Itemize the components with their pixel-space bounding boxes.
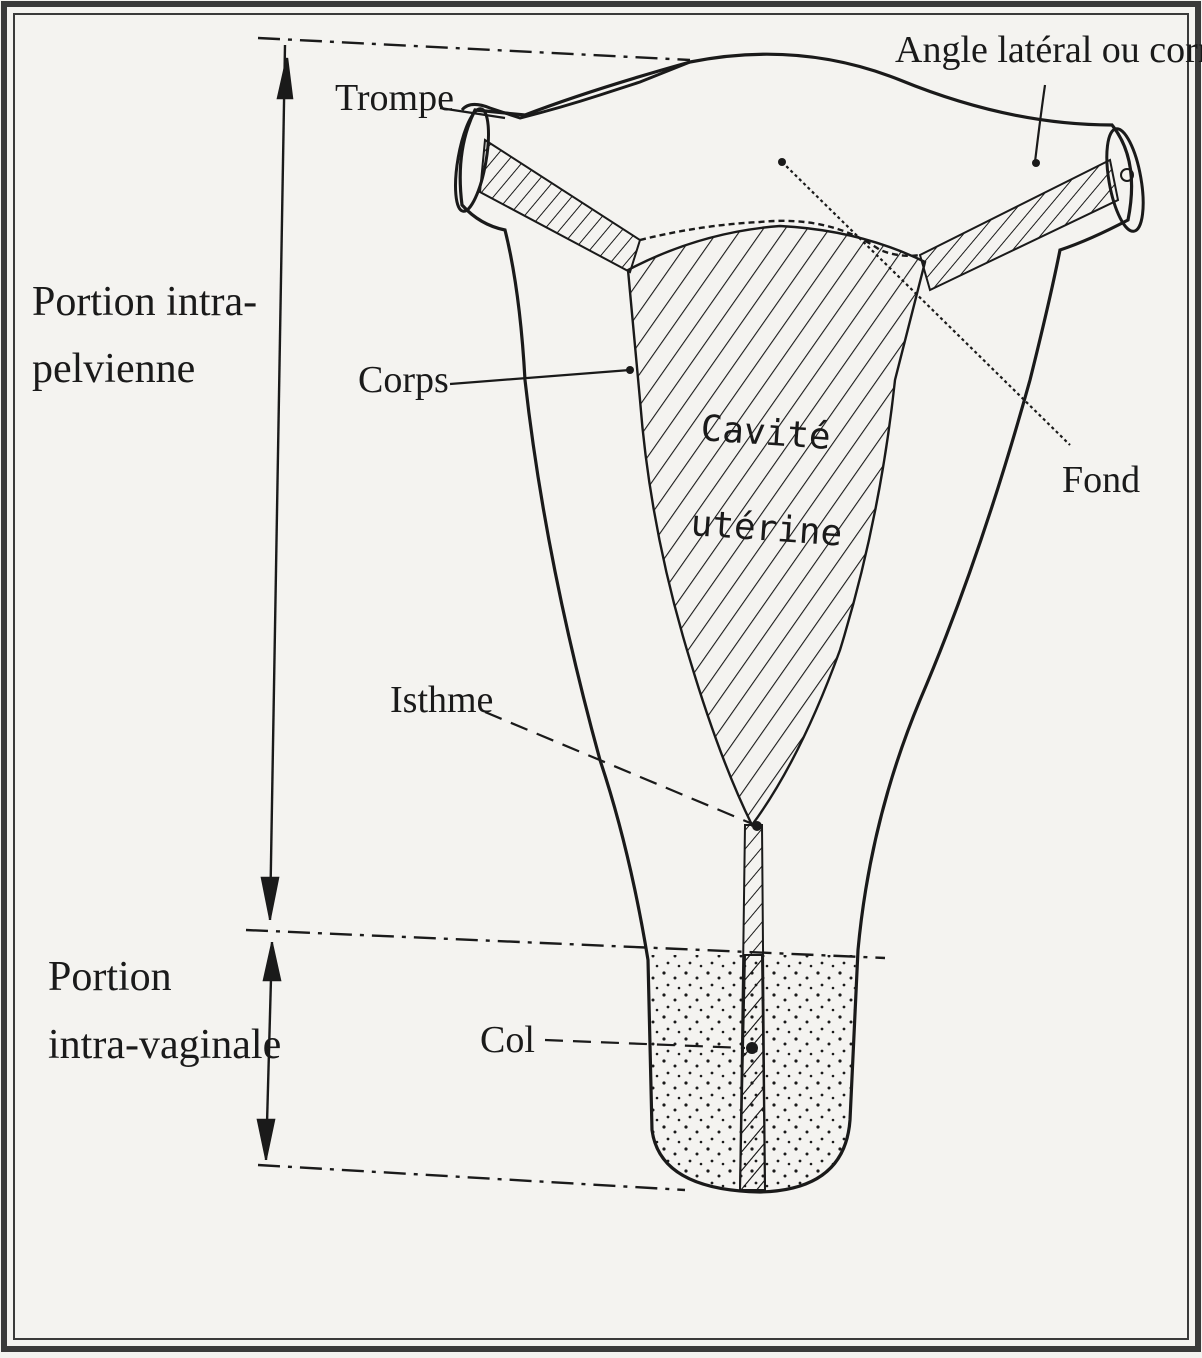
label-angle: Angle latéral ou corne	[895, 29, 1202, 71]
label-corps: Corps	[358, 359, 449, 401]
label-fond: Fond	[1062, 459, 1140, 501]
left-fallopian-tube	[449, 62, 690, 272]
label-portion-intra-vaginale-1: Portion	[48, 954, 172, 1000]
label-isthme: Isthme	[390, 679, 493, 721]
dimension-arrows	[258, 45, 292, 1160]
label-trompe: Trompe	[335, 77, 454, 119]
label-portion-intra-vaginale-2: intra-vaginale	[48, 1022, 281, 1068]
label-portion-intra-pelvienne-1: Portion intra-	[32, 279, 257, 325]
label-col: Col	[480, 1019, 535, 1061]
right-fallopian-tube	[920, 126, 1150, 290]
label-portion-intra-pelvienne-2: pelvienne	[32, 346, 195, 392]
